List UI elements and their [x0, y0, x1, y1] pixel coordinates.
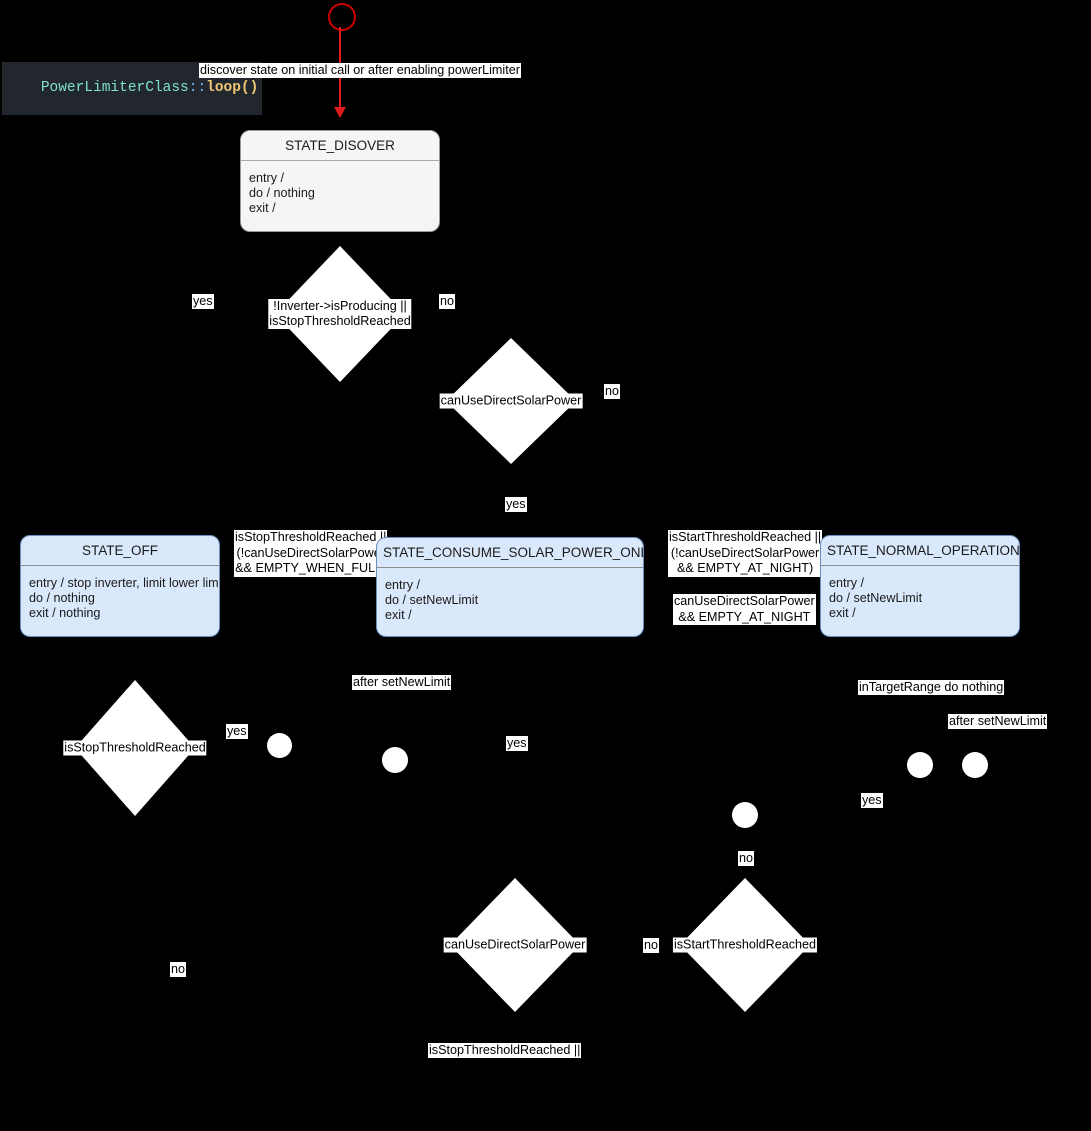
decision-is-stop-threshold-reached[interactable]: isStopThresholdReached: [63, 680, 207, 816]
state-normal-operation[interactable]: STATE_NORMAL_OPERATION entry / do / setN…: [820, 535, 1020, 637]
code-caption-operator: ::: [188, 80, 207, 96]
state-normal-operation-separator: [821, 565, 1019, 566]
state-consume-solar-power-only-separator: [377, 567, 643, 568]
edge-label-after-set-new-limit-right: after setNewLimit: [948, 714, 1048, 729]
edge-label-in-target-range: inTargetRange do nothing: [858, 680, 1005, 695]
junction-node-3: [907, 752, 933, 778]
edge-label-no-stop-threshold: no: [170, 962, 187, 977]
edge-label-after-set-new-limit-left: after setNewLimit: [352, 675, 452, 690]
edge-label-yes-solar-only: yes: [506, 736, 528, 751]
edge-label-guard-to-state-off: isStopThresholdReached || (!canUseDirect…: [234, 530, 388, 577]
initial-pseudostate: [328, 3, 356, 31]
decision-inverter-producing-label: !Inverter->isProducing ||isStopThreshold…: [268, 299, 412, 329]
decision-is-start-threshold-reached[interactable]: isStartThresholdReached: [672, 878, 818, 1012]
state-disover-body: entry / do / nothing exit /: [241, 161, 439, 225]
edge-label-guard-to-normal-operation: isStartThresholdReached || (!canUseDirec…: [668, 530, 823, 577]
edge-label-no-from-can-use-solar-top: no: [604, 384, 621, 399]
edge-label-guard-stop-threshold-or: isStopThresholdReached ||: [428, 1043, 582, 1058]
state-disover-exit: exit /: [249, 201, 276, 216]
state-consume-solar-power-only-title: STATE_CONSUME_SOLAR_POWER_ONLY: [383, 545, 643, 560]
state-off-title: STATE_OFF: [81, 543, 158, 558]
state-off[interactable]: STATE_OFF entry / stop inverter, limit l…: [20, 535, 220, 637]
state-consume-solar-power-only-entry: entry /: [385, 578, 420, 592]
edge-label-yes-from-can-use-solar-top: yes: [505, 497, 527, 512]
state-consume-solar-power-only-exit: exit /: [385, 608, 412, 623]
edge-label-yes-stop-threshold: yes: [226, 724, 248, 739]
state-disover[interactable]: STATE_DISOVER entry / do / nothing exit …: [240, 130, 440, 232]
decision-is-start-threshold-reached-label: isStartThresholdReached: [672, 937, 818, 953]
junction-node-2: [382, 747, 408, 773]
edge-label-no-from-discover: no: [439, 294, 456, 309]
decision-can-use-direct-solar-power-top[interactable]: canUseDirectSolarPower: [439, 338, 583, 464]
decision-can-use-direct-solar-power-bottom[interactable]: canUseDirectSolarPower: [443, 878, 587, 1012]
state-off-entry: entry / stop inverter, limit lower limit: [29, 576, 220, 590]
state-off-do: do / nothing: [29, 591, 95, 606]
state-disover-do: do / nothing: [249, 186, 315, 201]
state-normal-operation-title: STATE_NORMAL_OPERATION: [827, 543, 1019, 558]
state-normal-operation-do: do / setNewLimit: [829, 591, 923, 606]
decision-is-stop-threshold-reached-label: isStopThresholdReached: [63, 740, 207, 756]
initial-transition-label: discover state on initial call or after …: [199, 63, 521, 78]
state-off-separator: [21, 565, 219, 566]
state-consume-solar-power-only-do: do / setNewLimit: [385, 593, 479, 608]
edge-label-yes-normal-operation: yes: [861, 793, 883, 808]
state-normal-operation-exit: exit /: [829, 606, 856, 621]
initial-transition-arrowhead: [334, 107, 346, 118]
state-consume-solar-power-only-body: entry / do / setNewLimit exit /: [377, 568, 643, 632]
code-caption-function: loop(): [206, 80, 259, 96]
junction-node-1: [267, 733, 292, 758]
junction-node-4: [962, 752, 988, 778]
edge-label-yes-from-discover: yes: [192, 294, 214, 309]
state-normal-operation-body: entry / do / setNewLimit exit /: [821, 566, 1019, 630]
state-disover-title: STATE_DISOVER: [285, 138, 395, 153]
decision-inverter-producing[interactable]: !Inverter->isProducing ||isStopThreshold…: [268, 246, 412, 382]
edge-label-no-mid: no: [738, 851, 755, 866]
edge-label-no-start-threshold: no: [643, 938, 660, 953]
state-disover-separator: [241, 160, 439, 161]
decision-can-use-direct-solar-power-top-label: canUseDirectSolarPower: [439, 393, 583, 409]
state-off-exit: exit / nothing: [29, 606, 101, 621]
state-consume-solar-power-only[interactable]: STATE_CONSUME_SOLAR_POWER_ONLY entry / d…: [376, 537, 644, 637]
state-disover-entry: entry /: [249, 171, 284, 185]
junction-node-5: [732, 802, 758, 828]
decision-can-use-direct-solar-power-bottom-label: canUseDirectSolarPower: [443, 937, 587, 953]
state-off-body: entry / stop inverter, limit lower limit…: [21, 566, 219, 630]
code-caption-class: PowerLimiterClass: [40, 80, 189, 96]
edge-label-guard-can-use-solar-night: canUseDirectSolarPower && EMPTY_AT_NIGHT: [673, 594, 816, 625]
state-normal-operation-entry: entry /: [829, 576, 864, 590]
